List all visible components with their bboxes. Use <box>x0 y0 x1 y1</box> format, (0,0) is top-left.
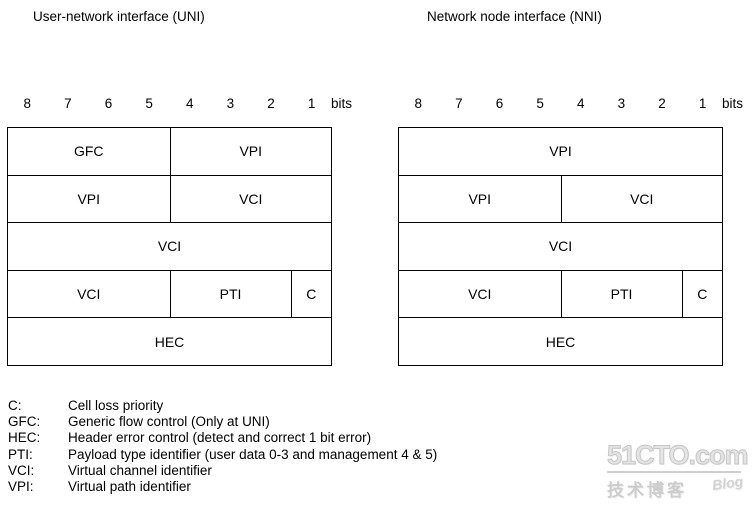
uni-header-table: GFC VPI VPI VCI VCI VCI PTI C HEC <box>7 127 332 366</box>
nni-row-2: VPI VCI <box>399 175 723 224</box>
bit-number: 4 <box>577 96 585 111</box>
bit-number: 2 <box>658 96 666 111</box>
watermark-51cto: 51CTO.com 技术博客 Blog <box>607 440 750 503</box>
bit-number: 5 <box>145 96 153 111</box>
nni-cell-vci-mid: VCI <box>548 238 573 255</box>
legend-term: PTI: <box>8 446 33 462</box>
legend-definition: Cell loss priority <box>68 398 164 413</box>
bit-number: 7 <box>64 96 72 111</box>
nni-cell-clp: C <box>681 270 722 318</box>
legend-term: VCI: <box>8 462 35 478</box>
bit-number: 7 <box>455 96 463 111</box>
nni-row-3: VCI <box>399 223 722 271</box>
uni-row-4: VCI PTI C <box>8 270 331 319</box>
bit-number: 2 <box>267 96 275 111</box>
uni-cell-clp: C <box>290 270 331 318</box>
uni-cell-gfc: GFC <box>73 143 104 160</box>
legend-definition: Virtual path identifier <box>68 479 191 495</box>
bit-number: 4 <box>186 96 194 111</box>
nni-row-5: HEC <box>399 318 722 365</box>
legend-definition: Header error control (detect and correct… <box>68 430 372 446</box>
uni-cell-vci-low: VCI <box>77 286 101 303</box>
watermark-chinese-subtitle: 技术博客 <box>607 481 687 500</box>
bit-number: 8 <box>23 96 32 111</box>
nni-cell-vci-high: VCI <box>560 175 723 223</box>
bit-number: 1 <box>307 96 316 111</box>
uni-title: User-network interface (UNI) <box>33 9 205 24</box>
uni-row-2: VPI VCI <box>8 175 332 224</box>
bit-number: 6 <box>495 96 504 111</box>
legend-term: VPI: <box>8 479 34 495</box>
uni-row-3: VCI <box>8 223 331 271</box>
legend-definition: Payload type identifier (user data 0-3 a… <box>68 446 438 462</box>
uni-cell-vci-high: VCI <box>169 175 332 223</box>
nni-cell-hec: HEC <box>545 333 576 350</box>
uni-cell-vpi-low: VPI <box>77 190 101 207</box>
nni-row-1: VPI <box>399 128 722 176</box>
bit-number: 3 <box>226 96 235 111</box>
51cto-logo: 51CTO.com <box>607 440 750 470</box>
uni-row-5: HEC <box>8 318 331 365</box>
uni-cell-vci-mid: VCI <box>157 238 182 255</box>
nni-bit-numbers: 8 7 6 5 4 3 2 1 <box>398 95 723 112</box>
bit-number: 6 <box>104 96 113 111</box>
bit-number: 5 <box>536 96 544 111</box>
nni-cell-vci-low: VCI <box>468 286 492 303</box>
legend-term: HEC: <box>8 430 41 446</box>
legend-term: C: <box>8 398 22 413</box>
legend-term: GFC: <box>8 414 41 430</box>
uni-cell-pti: PTI <box>169 270 291 318</box>
watermark-underline <box>607 471 741 473</box>
legend-definition: Generic flow control (Only at UNI) <box>68 414 270 430</box>
bit-number: 3 <box>617 96 626 111</box>
nni-row-4: VCI PTI C <box>399 270 722 319</box>
uni-cell-vpi-high: VPI <box>169 128 332 175</box>
uni-cell-hec: HEC <box>154 333 185 350</box>
bit-number: 1 <box>698 96 707 111</box>
uni-bits-label: bits <box>331 96 353 111</box>
abbreviation-legend: C: Cell loss priority GFC: Generic flow … <box>8 398 437 495</box>
nni-header-table: VPI VPI VCI VCI VCI PTI C HEC <box>398 127 723 366</box>
nni-bits-label: bits <box>722 96 744 111</box>
nni-cell-vpi-low: VPI <box>468 190 492 207</box>
legend-definition: Virtual channel identifier <box>68 462 212 478</box>
nni-cell-vpi-high: VPI <box>549 143 572 160</box>
nni-title: Network node interface (NNI) <box>427 9 602 24</box>
uni-bit-numbers: 8 7 6 5 4 3 2 1 <box>7 95 332 112</box>
bit-number: 8 <box>414 96 423 111</box>
nni-cell-pti: PTI <box>560 270 682 318</box>
uni-row-1: GFC VPI <box>8 128 331 176</box>
